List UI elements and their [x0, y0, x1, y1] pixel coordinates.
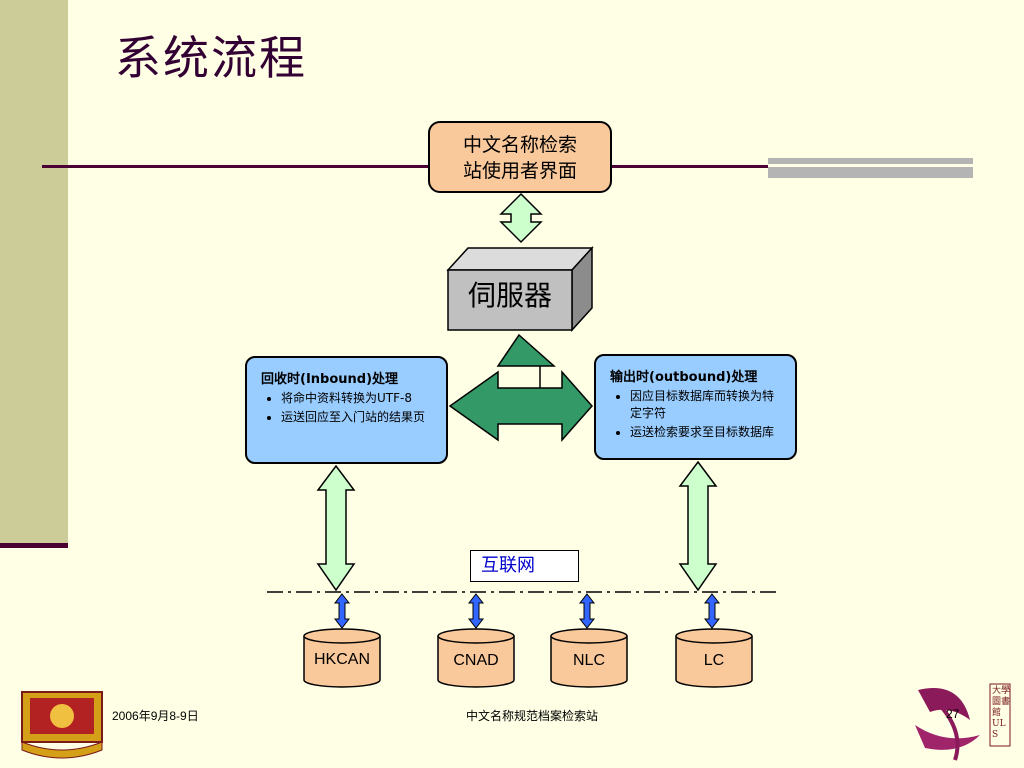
header-rule-mid: [612, 165, 772, 168]
library-logo-text: 大學圖書館 ULS: [992, 686, 1011, 740]
outbound-item: 运送检索要求至目标数据库: [630, 424, 785, 441]
footer-center: 中文名称规范档案检索站: [466, 709, 599, 723]
outbound-title: 输出时(outbound)处理: [610, 370, 758, 385]
inbound-double-arrow: [316, 464, 356, 592]
inbound-title: 回收时(Inbound)处理: [261, 372, 399, 387]
ui-box-line1: 中文名称检索: [462, 134, 577, 156]
ui-box-line2: 站使用者界面: [462, 160, 577, 182]
user-interface-box: 中文名称检索 站使用者界面: [428, 121, 612, 193]
db-label-cnad: CNAD: [453, 652, 499, 669]
db-nlc: [550, 628, 628, 688]
header-rule-left: [42, 165, 430, 168]
server-box-front: [447, 269, 573, 331]
server-box-top: [446, 247, 594, 271]
internet-label: 互联网: [470, 550, 579, 582]
outbound-panel: 输出时(outbound)处理 因应目标数据库而转换为特定字符 运送检索要求至目…: [594, 354, 797, 460]
db-lc: [675, 628, 753, 688]
inbound-item: 将命中资料转换为UTF-8: [281, 390, 436, 407]
left-decor-band: [0, 0, 68, 548]
inbound-panel: 回收时(Inbound)处理 将命中资料转换为UTF-8 运送回应至入门站的结果…: [245, 356, 448, 464]
db-label-lc: LC: [703, 652, 725, 669]
db-connectors: [333, 593, 721, 629]
connector-hkcan: [333, 593, 351, 629]
outbound-item: 因应目标数据库而转换为特定字符: [630, 388, 785, 422]
outbound-double-arrow: [678, 460, 718, 592]
server-label: 伺服器: [467, 279, 552, 312]
ui-server-arrow: [499, 192, 543, 244]
header-rule-gray: [768, 158, 973, 178]
library-logo-icon: [915, 683, 1011, 761]
database-cylinders: [303, 628, 753, 688]
left-decor-line: [0, 543, 68, 548]
inbound-item: 运送回应至入门站的结果页: [281, 409, 436, 426]
connector-lc: [703, 593, 721, 629]
db-label-nlc: NLC: [572, 652, 605, 669]
slide-title: 系统流程: [115, 31, 307, 85]
footer-page-number: 27: [946, 707, 960, 721]
db-label-hkcan: HKCAN: [313, 651, 370, 668]
db-cnad: [437, 628, 515, 688]
footer-date: 2006年9月8-9日: [112, 709, 199, 723]
hub-arrow: [448, 333, 594, 442]
db-hkcan: [303, 628, 381, 688]
university-crest-icon: [21, 691, 103, 759]
connector-nlc: [578, 593, 596, 629]
connector-cnad: [467, 593, 485, 629]
